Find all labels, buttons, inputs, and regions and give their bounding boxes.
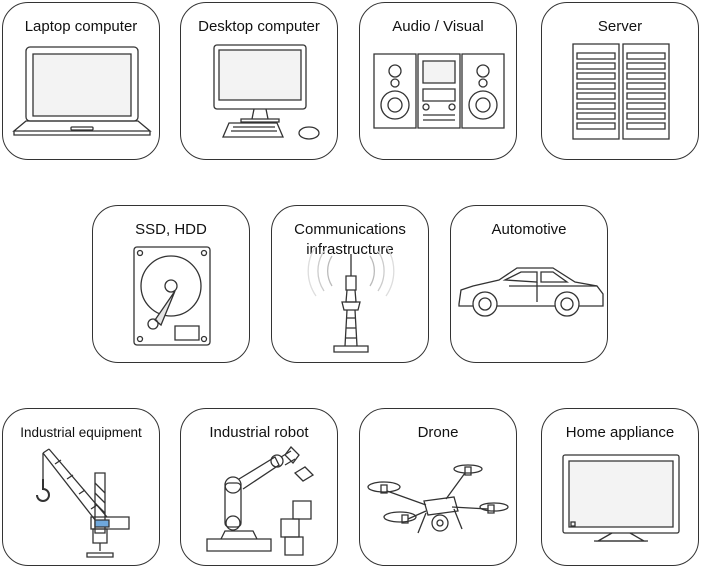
- car-icon: [451, 206, 608, 363]
- robot-arm-icon: [181, 409, 338, 566]
- card-label: Communications infrastructure: [294, 221, 406, 258]
- card-home-appliance: Home appliance: [541, 408, 699, 566]
- card-label: Industrial robot: [209, 424, 309, 441]
- card-communications-infrastructure: Communications infrastructure: [271, 205, 429, 363]
- card-label: Laptop computer: [24, 18, 138, 35]
- card-label: Server: [597, 18, 643, 35]
- crane-icon: [3, 409, 160, 566]
- card-automotive: Automotive: [450, 205, 608, 363]
- card-label: Drone: [417, 424, 459, 441]
- card-drone: Drone: [359, 408, 517, 566]
- card-audio-visual: Audio / Visual: [359, 2, 517, 160]
- card-label: Audio / Visual: [392, 18, 484, 35]
- card-label: Industrial equipment: [20, 425, 142, 440]
- card-label: Desktop computer: [198, 18, 320, 35]
- card-laptop-computer: Laptop computer: [2, 2, 160, 160]
- card-industrial-equipment: Industrial equipment: [2, 408, 160, 566]
- card-desktop-computer: Desktop computer: [180, 2, 338, 160]
- card-label: Automotive: [491, 221, 567, 238]
- stereo-system-icon: [360, 3, 517, 160]
- hard-drive-icon: [93, 206, 250, 363]
- television-icon: [542, 409, 699, 566]
- card-ssd-hdd: SSD, HDD: [92, 205, 250, 363]
- card-label: Home appliance: [565, 424, 675, 441]
- radio-tower-icon: [272, 206, 429, 363]
- card-label: SSD, HDD: [135, 221, 207, 238]
- desktop-computer-icon: [181, 3, 338, 160]
- drone-icon: [360, 409, 517, 566]
- card-industrial-robot: Industrial robot: [180, 408, 338, 566]
- card-server: Server: [541, 2, 699, 160]
- server-rack-icon: [542, 3, 699, 160]
- laptop-icon: [3, 3, 160, 160]
